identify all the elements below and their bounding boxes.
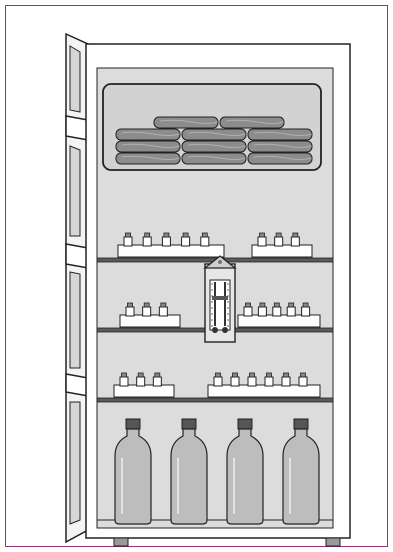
vial	[137, 377, 145, 386]
vial	[124, 237, 132, 246]
thermometer-scale	[210, 280, 230, 330]
ice-pack	[220, 117, 284, 128]
fridge-foot	[114, 538, 128, 546]
vial	[248, 377, 256, 386]
bottle-body	[171, 429, 207, 524]
vial-cap	[246, 303, 251, 307]
vial-cap	[161, 303, 166, 307]
vial-cap	[276, 233, 281, 237]
ice-pack-compartment	[103, 84, 321, 170]
vial	[159, 307, 167, 316]
vial	[265, 377, 273, 386]
ice-pack	[116, 153, 180, 164]
ice-pack	[154, 117, 218, 128]
vial-cap	[289, 303, 294, 307]
thermometer-reset-marker	[212, 296, 228, 300]
vial-tray	[238, 303, 320, 327]
vial-cap	[216, 373, 221, 377]
shelf	[97, 398, 333, 402]
vial	[244, 307, 252, 316]
ice-pack	[248, 153, 312, 164]
bottle-cap	[294, 419, 308, 429]
vial	[201, 237, 209, 246]
tray-base	[118, 245, 224, 257]
bottle-body	[115, 429, 151, 524]
vial-cap	[293, 233, 298, 237]
vial	[126, 307, 134, 316]
ice-pack	[248, 141, 312, 152]
vial	[258, 237, 266, 246]
ice-pack	[116, 141, 180, 152]
vial	[273, 307, 281, 316]
vial	[143, 237, 151, 246]
vial-cap	[260, 303, 265, 307]
vial	[302, 307, 310, 316]
ice-pack	[182, 141, 246, 152]
vial-cap	[145, 233, 150, 237]
vial-cap	[155, 373, 160, 377]
door-pocket	[70, 146, 80, 236]
bottle-body	[227, 429, 263, 524]
vial-cap	[202, 233, 207, 237]
door-shelf-bar	[66, 116, 88, 140]
vial-cap	[126, 233, 131, 237]
thermometer-icon	[205, 256, 235, 342]
tray-base	[114, 385, 174, 397]
vial	[231, 377, 239, 386]
ice-pack	[182, 153, 246, 164]
door-pocket	[70, 402, 80, 524]
vial-cap	[260, 233, 265, 237]
vial-cap	[138, 373, 143, 377]
vial	[291, 237, 299, 246]
vial	[143, 307, 151, 316]
vial	[214, 377, 222, 386]
thermometer-hook	[218, 260, 222, 264]
vial-cap	[250, 373, 255, 377]
door-shelf-bar	[66, 244, 88, 268]
vial-cap	[303, 303, 308, 307]
vial	[182, 237, 190, 246]
door-shelf-bar	[66, 374, 88, 396]
bottle-cap	[126, 419, 140, 429]
vial	[120, 377, 128, 386]
bottle-body	[283, 429, 319, 524]
vial-cap	[128, 303, 133, 307]
vial-cap	[274, 303, 279, 307]
fridge-foot	[326, 538, 340, 546]
vial-cap	[267, 373, 272, 377]
vial	[287, 307, 295, 316]
vial	[258, 307, 266, 316]
thermometer-bulb	[222, 327, 228, 333]
vial-cap	[183, 233, 188, 237]
vial	[299, 377, 307, 386]
vial-cap	[122, 373, 127, 377]
vial	[162, 237, 170, 246]
ice-pack	[182, 129, 246, 140]
ice-pack	[116, 129, 180, 140]
vial-cap	[301, 373, 306, 377]
bottle-cap	[238, 419, 252, 429]
vial	[282, 377, 290, 386]
thermometer-bulb	[212, 327, 218, 333]
tray-base	[208, 385, 320, 397]
vial-cap	[164, 233, 169, 237]
ice-pack	[248, 129, 312, 140]
tray-base	[120, 315, 180, 327]
vial-cap	[144, 303, 149, 307]
vial	[153, 377, 161, 386]
tray-base	[252, 245, 312, 257]
bottle-cap	[182, 419, 196, 429]
door-pocket	[70, 46, 80, 112]
door-pocket	[70, 272, 80, 368]
vial-cap	[284, 373, 289, 377]
tray-base	[238, 315, 320, 327]
vial	[275, 237, 283, 246]
fridge-door	[66, 34, 88, 542]
vial-cap	[233, 373, 238, 377]
